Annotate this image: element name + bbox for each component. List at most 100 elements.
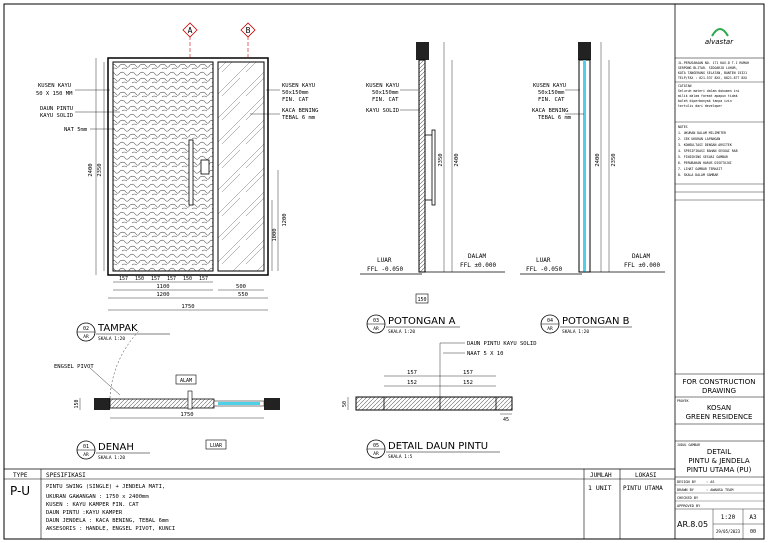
status-line-2: DRAWING [702,387,736,395]
detail-dim-157b: 157 [463,370,473,376]
sb-dim-2400: 2400 [595,153,601,166]
label-luar-box: LUAR [210,443,223,449]
dim-2350: 2350 [97,163,103,176]
drawing-title-2: PINTU & JENDELA [688,457,749,465]
section-b-glass [583,60,586,272]
spec-line-4: DAUN PINTU :KAYU KAMPER [46,510,123,516]
section-a-head [416,42,429,60]
catatan-2: milik dalam format apapun tidak [678,94,738,98]
door-swing-arc [109,329,141,399]
section-marker-a [182,22,198,38]
sb-num: 04 [547,318,553,324]
dim-500: 500 [236,284,246,290]
detail-scale: SKALA 1:5 [388,454,413,460]
sb-ffl-dalam: FFL ±0.000 [624,262,661,269]
schedule-loc: PINTU UTAMA [623,485,663,492]
sa-label-kusen-1: KUSEN KAYU [366,83,399,89]
sa-luar: LUAR [377,257,392,264]
section-b-head [578,42,591,60]
door-handle [188,139,194,206]
section-b-view: KUSEN KAYU 50x150mm FIN. CAT KACA BENING… [520,42,665,335]
sb-label-kusen-2: 50x150mm [538,90,565,96]
section-a-handle [431,129,436,206]
spec-line-6: AKSESORIS : HANDLE, ENGSEL PIVOT, KUNCI [46,526,175,532]
marker-b-label: B [246,26,251,35]
door-schedule: TYPE SPESIFIKASI JUMLAH LOKASI P-U PINTU… [4,469,675,539]
sa-dim-2400: 2400 [454,153,460,166]
note-3: 3. KONSULTASI DENGAN ARSITEK [678,143,732,147]
door-leaf [112,61,214,272]
sb-label-kusen-1: KUSEN KAYU [533,83,566,89]
sb-sheet: AR [547,326,553,332]
schedule-header-spec: SPESIFIKASI [46,472,86,479]
label-daun-1: DAUN PINTU [40,106,73,112]
logo-icon [711,28,729,37]
section-a-view: KUSEN KAYU 50x150mm FIN. CAT KAYU SOLID … [360,42,505,335]
note-6: 6. PERUBAHAN HARUS DISETUJUI [678,161,732,165]
note-7: 7. LIHAT GAMBAR TERKAIT [678,167,722,171]
sa-ffl-luar: FFL -0.050 [367,266,404,273]
dim-2400: 2400 [88,163,94,176]
label-kaca-1: KACA BENING [282,108,318,114]
sheet-border [3,3,765,540]
design-by-label: DESIGN BY [677,480,697,484]
dim-1000: 1000 [272,228,278,241]
sa-dim-150: 150 [417,297,426,303]
schedule-type: P-U [10,484,30,498]
sa-label-kayu: KAYU SOLID [366,108,399,114]
sa-label-kusen-2: 50x150mm [372,90,399,96]
sa-sheet: AR [373,326,379,332]
label-daun-2: KAYU SOLID [40,113,73,119]
detail-dim-157a: 157 [407,370,417,376]
status-line-1: FOR CONSTRUCTION [683,378,756,386]
plan-view: ENGSEL PIVOT ALAM 150 1750 LUAR 01 AR DE… [54,329,280,461]
schedule-header-type: TYPE [13,472,28,479]
drawn-by-value: : AWANSA TEAM [706,488,733,492]
plan-dim-150: 150 [74,399,80,408]
marker-a-label: A [188,26,193,35]
plan-glass [218,402,260,405]
catatan-4: tertulis dari developer [678,104,722,108]
dim-150-1: 150 [135,276,144,282]
note-2: 2. CEK UKURAN LAPANGAN [678,137,720,141]
sa-dalam: DALAM [468,253,486,260]
dim-550: 550 [238,292,248,298]
schedule-header-loc: LOKASI [635,472,657,479]
project-line-1: KOSAN [707,404,731,412]
sa-dim-2350: 2350 [438,153,444,166]
note-5: 5. FINISHING SESUAI GAMBAR [678,155,728,159]
dim-157-2: 157 [151,276,160,282]
label-kaca-2: TEBAL 6 mm [282,115,316,121]
spec-line-1: PINTU SWING (SINGLE) + JENDELA MATI, [46,484,165,490]
sb-label-kusen-3: FIN. CAT [538,97,565,103]
date-value: 29/05/2023 [716,529,741,534]
tampak-scale: SKALA 1:20 [98,336,125,342]
drawing-title-3: PINTU UTAMA (PU) [687,466,752,474]
glass-window [217,61,265,272]
catatan-3: boleh diperbanyak tanpa izin [678,99,732,103]
detail-dim-152b: 152 [463,380,473,386]
label-alam: ALAM [180,378,192,384]
dim-1750: 1750 [181,304,194,310]
sa-label-kusen-3: FIN. CAT [372,97,399,103]
detail-panel [355,396,513,411]
label-kusen-right-1: KUSEN KAYU [282,83,315,89]
sb-dim-2350: 2350 [611,153,617,166]
dim-157-1: 157 [119,276,128,282]
denah-title: DENAH [98,442,134,453]
catatan-title: CATATAN [678,84,692,88]
label-kusen-left-1: KUSEN KAYU [38,83,71,89]
note-1: 1. UKURAN DALAM MILIMETER [678,131,726,135]
project-line-2: GREEN RESIDENCE [686,413,753,421]
detail-dim-45: 45 [503,417,509,423]
sb-ffl-luar: FFL -0.050 [526,266,563,273]
sb-label-kaca-2: TEBAL 6 mm [538,115,572,121]
drawn-by-label: DRAWN BY [677,488,695,492]
drawing-title-1: DETAIL [707,448,731,456]
spec-line-3: KUSEN : KAYU KAMPER FIN. CAT [46,502,139,508]
sb-title: POTONGAN B [562,316,630,327]
address-4: TELP/FAX : 021-537 8XX, 0821-877 8XX [678,76,747,80]
label-naat: NAAT 5 X 10 [467,351,503,357]
